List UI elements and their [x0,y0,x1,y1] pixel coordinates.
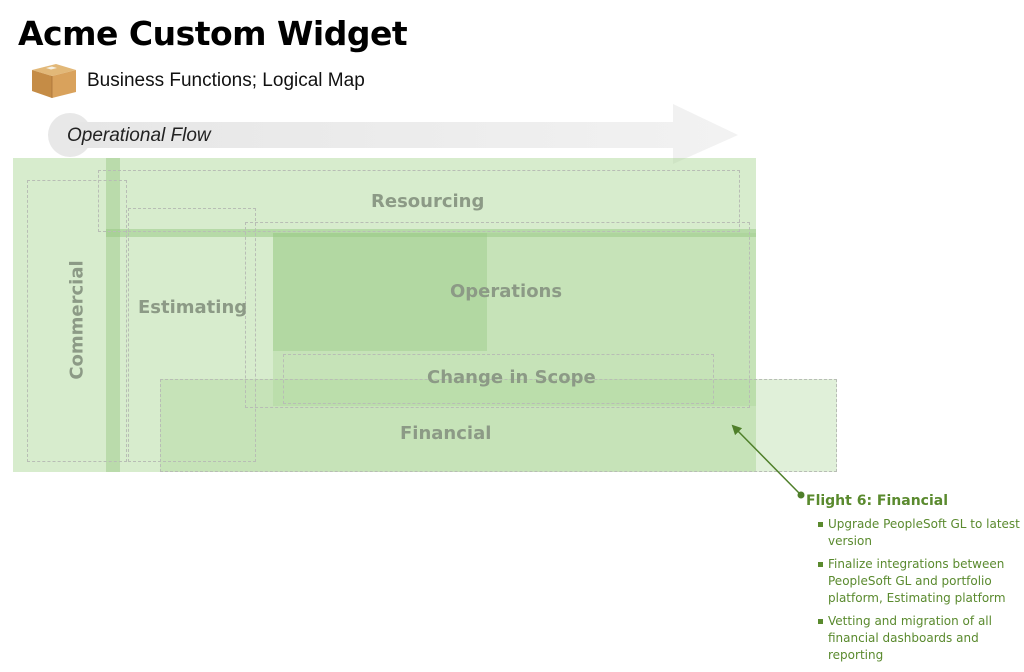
business-functions-area [13,158,756,472]
change-in-scope-label: Change in Scope [427,367,596,388]
resourcing-zone-bar [106,229,756,237]
page-title: Acme Custom Widget [18,14,408,53]
financial-label: Financial [400,423,492,444]
callout-item: Vetting and migration of all financial d… [818,613,1024,664]
box-icon [32,64,76,98]
operations-zone-highlight [273,233,487,351]
page-subtitle: Business Functions; Logical Map [87,70,365,91]
callout-title: Flight 6: Financial [806,493,949,509]
commercial-label: Commercial [66,260,88,380]
callout-anchor-dot [797,491,805,499]
callout-item: Upgrade PeopleSoft GL to latest version [818,516,1024,550]
callout-list: Upgrade PeopleSoft GL to latest version … [818,516,1024,670]
operational-flow-label: Operational Flow [67,125,211,146]
resourcing-zone[interactable] [98,170,740,232]
financial-zone[interactable] [160,379,837,472]
estimating-zone[interactable] [128,208,256,462]
commercial-zone[interactable] [27,180,127,462]
estimating-label: Estimating [138,297,248,318]
change-in-scope-zone[interactable] [283,354,714,404]
operations-zone-fill [273,233,756,406]
resourcing-label: Resourcing [371,191,485,212]
operations-zone[interactable] [245,222,750,408]
operations-label: Operations [450,281,563,302]
callout-item: Finalize integrations between PeopleSoft… [818,556,1024,607]
operational-flow-arrow [48,104,738,164]
